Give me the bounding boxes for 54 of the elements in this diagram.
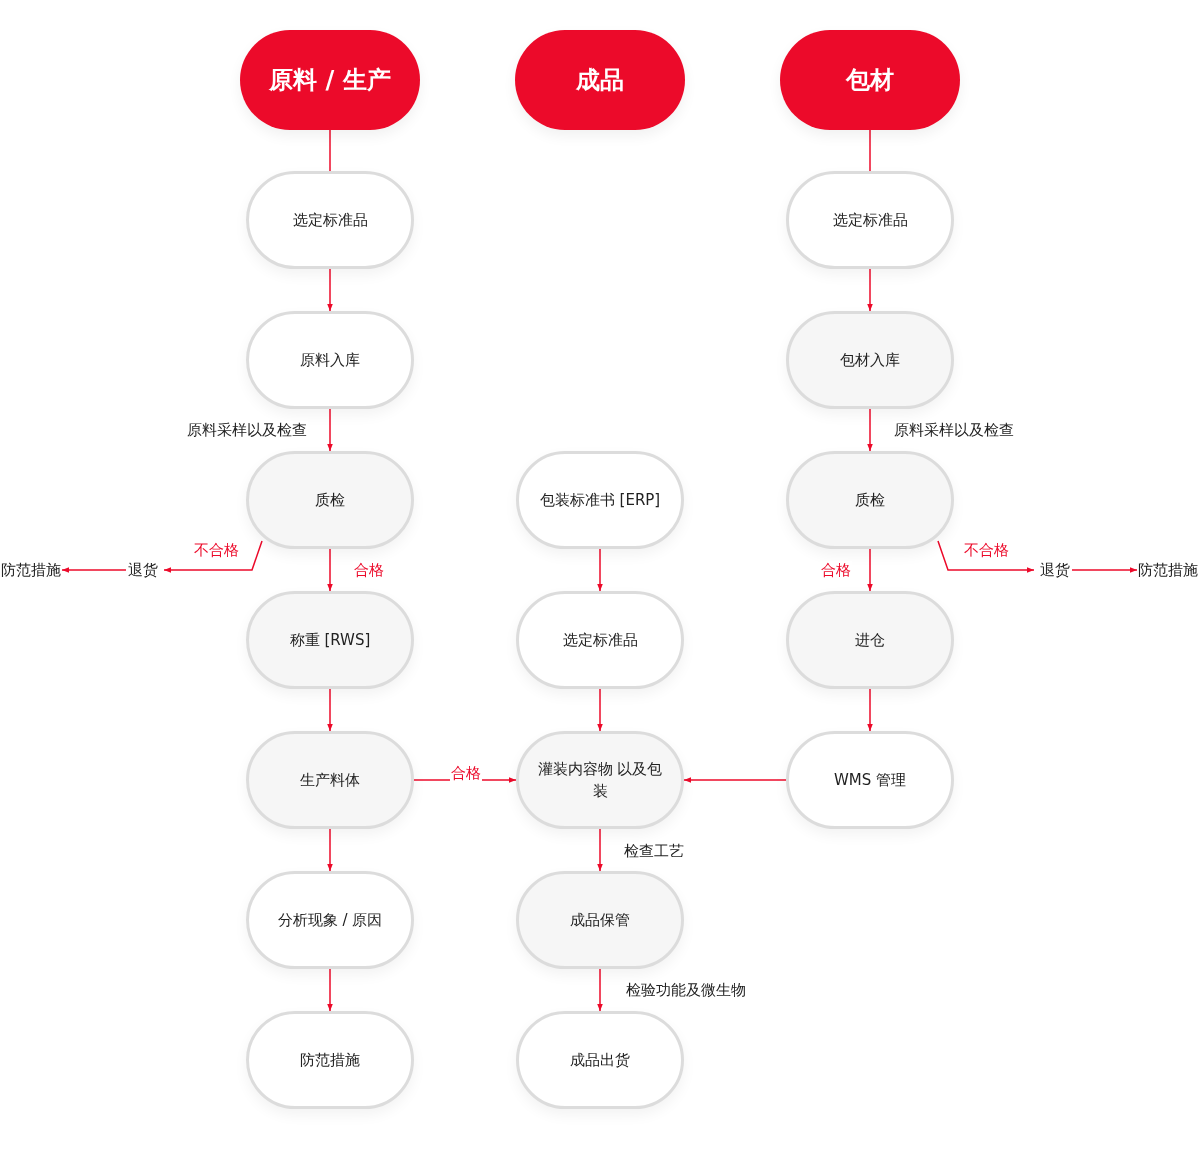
action-text: 防范措施 bbox=[1137, 558, 1199, 582]
edge-label: 不合格 bbox=[192, 540, 240, 560]
arrow bbox=[867, 268, 873, 312]
edge-label: 检查工艺 bbox=[623, 841, 685, 861]
arrow bbox=[867, 548, 873, 592]
arrow bbox=[867, 688, 873, 732]
arrow bbox=[937, 540, 1035, 573]
process-pill: 质检 bbox=[786, 451, 954, 549]
process-pill: WMS 管理 bbox=[786, 731, 954, 829]
arrow bbox=[597, 548, 603, 592]
process-pill: 生产料体 bbox=[246, 731, 414, 829]
process-pill: 选定标准品 bbox=[516, 591, 684, 689]
process-pill: 包材入库 bbox=[786, 311, 954, 409]
arrow bbox=[683, 777, 787, 783]
edge-label: 合格 bbox=[353, 560, 385, 580]
arrow bbox=[61, 567, 127, 573]
arrow bbox=[327, 828, 333, 872]
connector-line bbox=[869, 129, 871, 172]
process-pill: 称重 [RWS] bbox=[246, 591, 414, 689]
category-header: 成品 bbox=[515, 30, 685, 130]
arrow bbox=[597, 968, 603, 1012]
process-pill: 选定标准品 bbox=[246, 171, 414, 269]
arrow bbox=[327, 268, 333, 312]
process-pill: 原料入库 bbox=[246, 311, 414, 409]
arrow bbox=[327, 548, 333, 592]
arrow bbox=[327, 408, 333, 452]
arrow bbox=[327, 968, 333, 1012]
action-text: 防范措施 bbox=[0, 558, 62, 582]
process-pill: 成品保管 bbox=[516, 871, 684, 969]
category-header: 包材 bbox=[780, 30, 960, 130]
edge-label: 不合格 bbox=[962, 540, 1010, 560]
process-pill: 防范措施 bbox=[246, 1011, 414, 1109]
edge-label: 原料采样以及检查 bbox=[893, 420, 1015, 440]
category-header: 原料 / 生产 bbox=[240, 30, 420, 130]
edge-label: 原料采样以及检查 bbox=[186, 420, 308, 440]
arrow bbox=[327, 688, 333, 732]
arrow bbox=[867, 408, 873, 452]
process-pill: 质检 bbox=[246, 451, 414, 549]
process-pill: 选定标准品 bbox=[786, 171, 954, 269]
process-pill: 包装标准书 [ERP] bbox=[516, 451, 684, 549]
edge-label: 检验功能及微生物 bbox=[625, 980, 747, 1000]
action-text: 退货 bbox=[1038, 558, 1072, 582]
arrow bbox=[597, 688, 603, 732]
process-pill: 灌装内容物 以及包装 bbox=[516, 731, 684, 829]
arrow bbox=[163, 540, 263, 573]
arrow bbox=[597, 828, 603, 872]
process-pill: 进仓 bbox=[786, 591, 954, 689]
process-pill: 成品出货 bbox=[516, 1011, 684, 1109]
edge-label: 合格 bbox=[820, 560, 852, 580]
arrow bbox=[1071, 567, 1138, 573]
connector-line bbox=[329, 129, 331, 172]
action-text: 退货 bbox=[126, 558, 160, 582]
process-pill: 分析现象 / 原因 bbox=[246, 871, 414, 969]
edge-label: 合格 bbox=[450, 763, 482, 783]
